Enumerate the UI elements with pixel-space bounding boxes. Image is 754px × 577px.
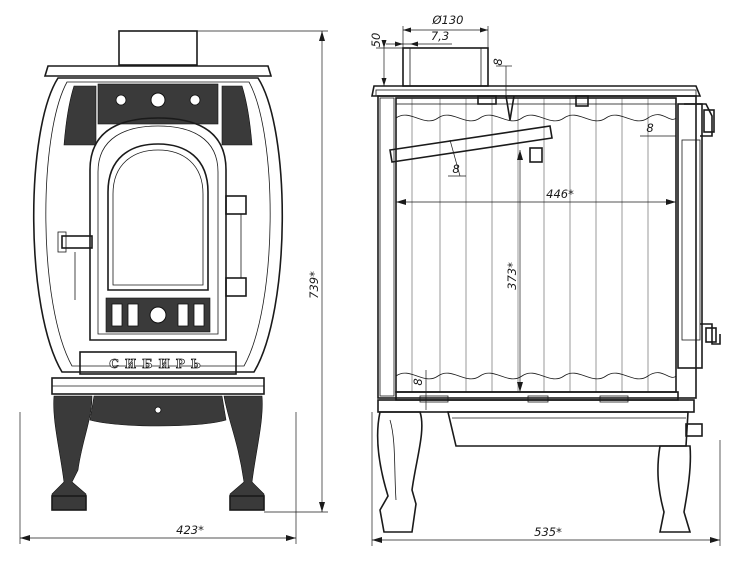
side-dim-depth: 535* [534,525,562,539]
front-dim-height: 739* [307,271,321,299]
front-body-inner [45,81,271,367]
side-dim-wall-top: 8 [491,58,505,65]
front-brand-text: СИБИРЬ [109,357,206,371]
side-dim-wall-right: 8 [646,121,653,135]
front-top-plate [43,65,273,77]
front-right-leg [223,395,265,511]
side-dim-top-offset: 50 [369,33,383,48]
front-hinge-bottom [225,277,247,297]
front-door-frame [89,117,227,341]
side-door-hinge-top [684,103,713,137]
front-left-leg [51,395,93,511]
side-dim-inner-height: 373* [505,262,519,290]
side-baffle [389,125,553,163]
side-back-leg [657,445,692,533]
side-liner-wave-top [395,114,677,122]
side-dim-baffle: 8 [452,162,459,176]
side-liner-wave-bottom [395,372,677,380]
front-right-ornament [221,85,253,146]
side-front-leg [376,411,423,533]
side-ash-drawer [446,411,689,447]
front-flue-pipe [118,30,198,66]
side-top-plate [371,85,702,97]
side-dim-flue-offset: 7,3 [431,29,449,43]
front-left-ornament [63,85,97,146]
side-damper [505,95,515,121]
side-door [677,103,703,369]
side-dim-flue-diameter: Ø130 [431,13,463,27]
front-top-medallion [150,92,166,108]
front-view: СИБИРЬ [32,30,284,511]
front-brand-plate [79,351,237,375]
front-door-glass [107,143,209,291]
side-flue-pipe [402,47,489,87]
front-door-inner [97,125,219,335]
front-hinge-top [225,195,247,215]
front-dim-width: 423* [176,523,204,537]
side-back-wall [379,97,395,397]
side-dimensions: Ø130 7,3 50 8 8 8 446* 373* 8 [369,13,721,546]
front-body-outline [32,77,284,373]
side-body-outline [377,95,697,399]
front-door-handle [61,235,93,249]
front-dimensions: 739* 423* [19,30,328,544]
side-dim-wall-bottom: 8 [411,378,425,385]
side-view [371,47,721,533]
side-dim-inner-width: 446* [546,187,574,201]
side-door-handle [700,323,721,345]
